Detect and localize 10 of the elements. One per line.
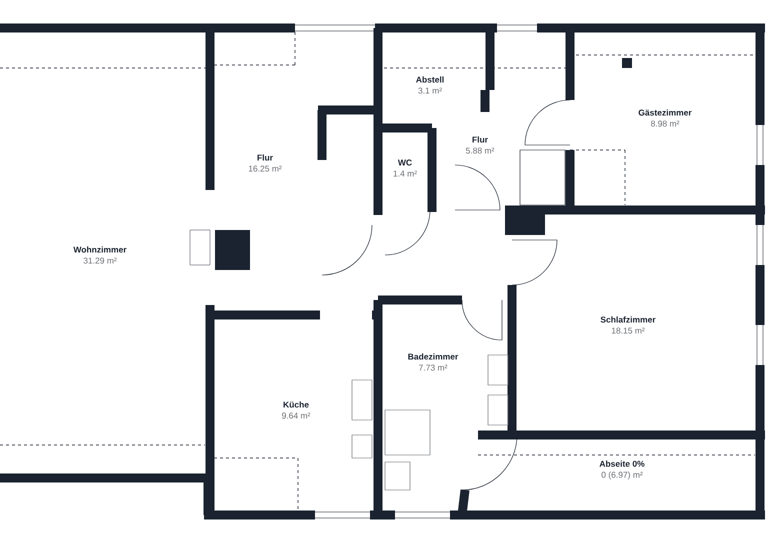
room-label: Gästezimmer 8.98 m² (638, 109, 692, 127)
room-label: Schlafzimmer 18.15 m² (600, 316, 656, 334)
room-label: Abseite 0% 0 (6.97) m² (600, 460, 644, 480)
room-label: Wohnzimmer 31.29 m² (73, 246, 126, 264)
room-label: Badezimmer 7.73 m² (408, 353, 458, 371)
room-label: Abstell 3.1 m² (416, 76, 444, 94)
room-label: Küche 9.64 m² (282, 401, 310, 419)
room-label: Flur 16.25 m² (248, 154, 282, 172)
room-label: WC 1.4 m² (394, 160, 417, 176)
room-label: Flur 5.88 m² (466, 136, 494, 154)
